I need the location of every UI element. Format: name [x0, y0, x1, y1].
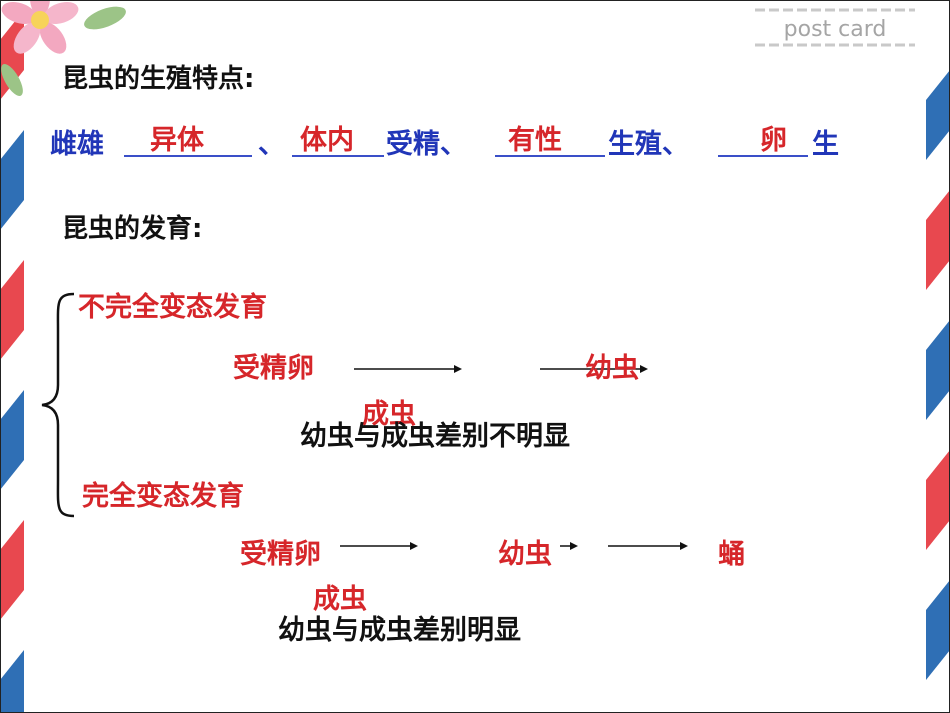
postcard-stamp: post card	[755, 8, 915, 47]
blank2-underline	[292, 155, 384, 157]
blank2-answer: 体内	[300, 125, 354, 156]
heading-development: 昆虫的发育:	[62, 214, 203, 244]
incomplete-stage-egg: 受精卵	[233, 353, 314, 384]
blank4-answer: 卵	[760, 125, 787, 156]
complete-stage-egg: 受精卵	[240, 539, 321, 570]
complete-arrow-3	[608, 542, 688, 550]
blank3-answer: 有性	[508, 125, 562, 156]
heading-reproduction: 昆虫的生殖特点:	[62, 64, 255, 94]
postcard-label: post card	[784, 17, 887, 42]
complete-note: 幼虫与成虫差别明显	[278, 615, 521, 646]
curly-brace	[41, 292, 75, 518]
complete-arrow-2	[560, 542, 578, 550]
incomplete-arrow-2	[540, 365, 648, 373]
repro-sep1: 、	[258, 129, 285, 160]
repro-after4: 生	[812, 129, 839, 160]
blank1-underline	[124, 155, 252, 157]
incomplete-title: 不完全变态发育	[78, 292, 267, 323]
incomplete-arrow-1	[354, 365, 462, 373]
incomplete-note: 幼虫与成虫差别不明显	[300, 421, 570, 452]
blank4-underline	[718, 155, 808, 157]
repro-after2: 受精、	[386, 129, 467, 160]
blank1-answer: 异体	[150, 125, 204, 156]
complete-stage-adult: 成虫	[313, 584, 367, 615]
complete-arrow-1	[340, 542, 418, 550]
complete-stage-pupa: 蛹	[718, 539, 745, 570]
incomplete-stage-nymph: 幼虫	[585, 353, 639, 384]
blank3-underline	[495, 155, 605, 157]
complete-stage-larva: 幼虫	[498, 539, 552, 570]
repro-prefix: 雌雄	[50, 129, 104, 160]
airmail-stripe-right	[926, 70, 950, 680]
flower-decoration	[1, 0, 126, 96]
complete-title: 完全变态发育	[82, 481, 244, 512]
repro-after3: 生殖、	[608, 129, 689, 160]
incomplete-stage-adult: 成虫	[362, 399, 416, 430]
